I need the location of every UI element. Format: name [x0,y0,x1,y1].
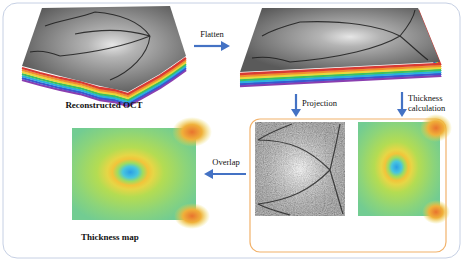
flow-arrow [397,92,407,117]
step-label: Flatten [190,30,234,40]
result-panel: Thickness map [40,124,180,242]
flow-arrow [291,94,301,117]
step-label: Projection [302,99,362,109]
result-group [250,119,446,252]
oct-volume [22,6,186,106]
thickness-image [358,114,452,224]
step-label: Overlap [204,158,248,168]
flattened-volume [240,8,440,86]
overlay-thickness-image [72,117,212,229]
image-caption: Thickness map [79,232,141,242]
outer-frame [3,3,460,258]
image-caption: Reconstructed OCT [63,100,144,110]
volume-panel: Reconstructed OCT [18,2,190,110]
projection-image [255,122,345,216]
flow-arrow [194,41,230,51]
flow-arrow [204,169,246,179]
step-label: Thickness calculation [408,94,456,114]
